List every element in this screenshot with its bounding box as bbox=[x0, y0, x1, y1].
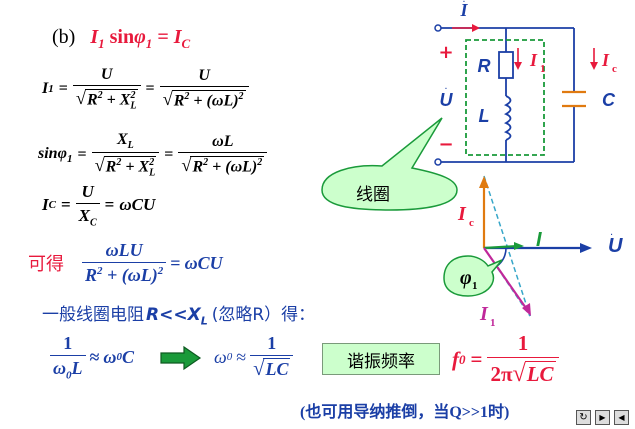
coil-callout bbox=[321, 117, 458, 211]
footer-note: (也可用导纳推倒，当Q>>1时) bbox=[300, 404, 510, 421]
top-terminal bbox=[434, 24, 442, 32]
resonance-frequency-box: 谐振频率 bbox=[322, 343, 440, 375]
eq-kede: 可得 ωLU R2 + (ωL)2 = ωCU bbox=[28, 240, 223, 285]
eq-i1-frac1: U √R2 + XL2 bbox=[72, 66, 141, 111]
svg-text:·: · bbox=[444, 84, 447, 95]
nav-buttons: ↻ ▶ ◀ bbox=[576, 410, 629, 425]
circuit-l-label: L bbox=[479, 106, 490, 126]
svg-text:c: c bbox=[612, 63, 617, 75]
eq-sinphi: sinφ1 = XL √R2 + XL2 = ωL √R2 + (ωL)2 bbox=[38, 131, 268, 178]
inductor bbox=[503, 95, 512, 141]
bottom-terminal bbox=[434, 158, 442, 166]
replay-icon[interactable]: ↻ bbox=[576, 410, 591, 425]
circuit-diagram: I · + − U · R L I 1 I c C bbox=[434, 0, 617, 166]
phasor-i-arrow bbox=[483, 244, 519, 250]
svg-text:c: c bbox=[469, 217, 474, 229]
phasor-i1-label: I bbox=[479, 303, 489, 325]
implies-arrow-icon bbox=[160, 345, 202, 371]
svg-text:·: · bbox=[462, 0, 465, 8]
phasor-i1-arrow bbox=[483, 247, 529, 312]
phasor-i-label: I bbox=[536, 229, 542, 251]
svg-text:1: 1 bbox=[472, 280, 478, 292]
svg-text:1: 1 bbox=[540, 63, 546, 75]
phasor-ic-label: I bbox=[457, 203, 467, 225]
eq-b-i: I bbox=[90, 26, 99, 48]
approx-line: 一般线圈电阻 R<<XL (忽略R）得： bbox=[42, 305, 316, 328]
eq-sinphi-frac1: XL √R2 + XL2 bbox=[91, 131, 160, 178]
coil-dashed-box bbox=[465, 39, 545, 156]
eq-b: (b) I1 sinφ1 = IC bbox=[52, 26, 191, 51]
resistor bbox=[498, 51, 514, 79]
plus-sign: + bbox=[438, 42, 453, 63]
next-icon[interactable]: ▶ bbox=[595, 410, 610, 425]
svg-text:1: 1 bbox=[490, 317, 496, 329]
phasor-phi-label: φ bbox=[460, 267, 472, 289]
phasor-u-label: U bbox=[608, 235, 623, 257]
minus-sign: − bbox=[438, 134, 453, 155]
svg-text:·: · bbox=[610, 230, 613, 241]
circuit-i1-label: I bbox=[529, 50, 538, 70]
coil-callout-label: 线圈 bbox=[356, 185, 390, 205]
circuit-r-label: R bbox=[478, 56, 491, 76]
prev-icon[interactable]: ◀ bbox=[614, 410, 629, 425]
circuit-u-label: U bbox=[440, 90, 454, 110]
circuit-i-label: I bbox=[459, 0, 468, 20]
eq-b-sin: sin bbox=[109, 26, 135, 48]
circuit-ic-label: I bbox=[601, 50, 610, 70]
phasor-diagram: I c I U · φ 1 I 1 bbox=[443, 175, 623, 329]
eq-sinphi-frac2: ωL √R2 + (ωL)2 bbox=[178, 133, 268, 176]
eq-i1-frac2: U √R2 + (ωL)2 bbox=[159, 67, 249, 110]
part-b-label: (b) bbox=[52, 26, 76, 48]
circuit-c-label: C bbox=[602, 90, 616, 110]
